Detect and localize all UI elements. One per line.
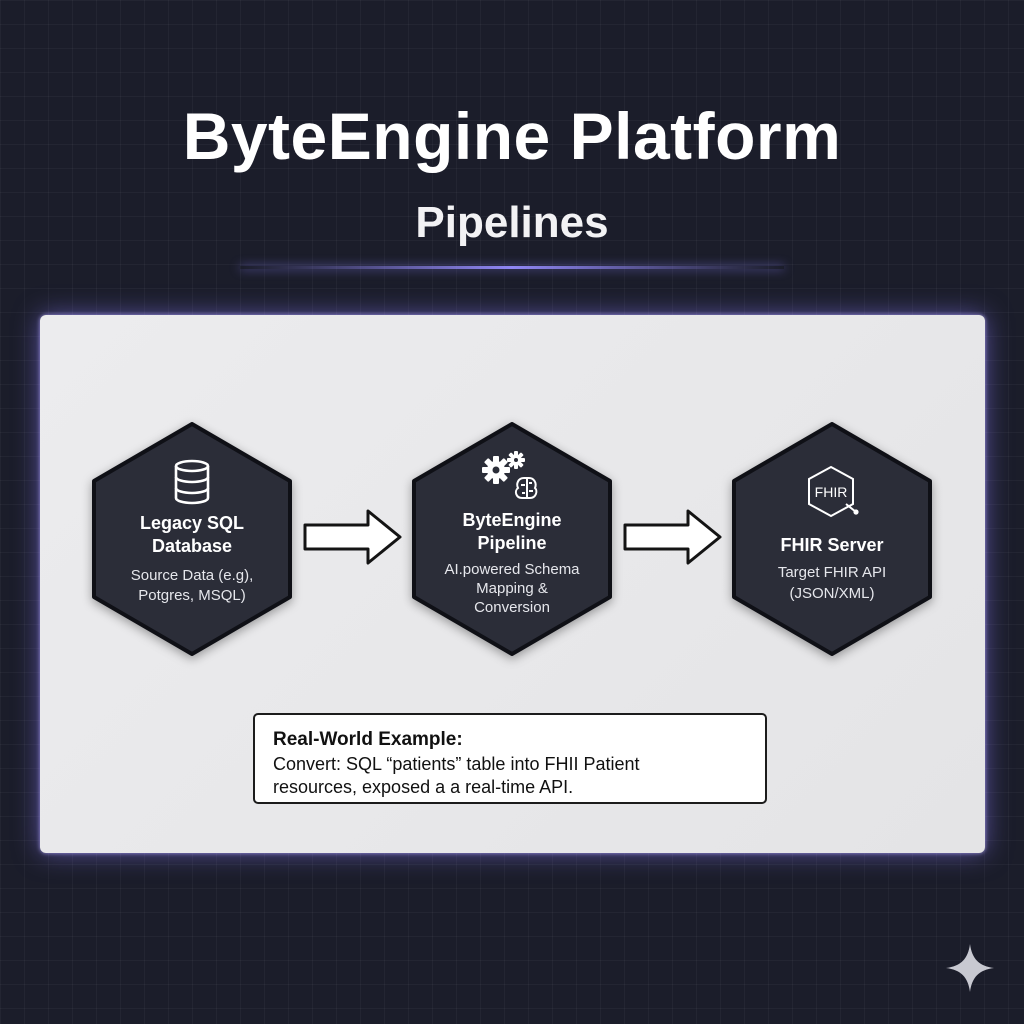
glow-divider [240, 266, 784, 269]
example-title: Real-World Example: [273, 729, 463, 750]
svg-text:FHIR: FHIR [815, 484, 848, 500]
node-byteengine-hexagon [412, 422, 612, 656]
node-legacy-sql-title-2: Database [151, 536, 233, 556]
flow-arrow-1 [303, 509, 402, 565]
node-legacy-sql-title-1: Legacy SQL [139, 513, 245, 533]
node-byteengine-title-1: ByteEngine [462, 510, 562, 530]
sparkle-icon [946, 944, 994, 992]
node-byteengine-title-2: Pipeline [477, 533, 547, 553]
example-box: Real-World Example: Convert: SQL “patien… [253, 713, 767, 804]
node-byteengine-desc-2: Mapping & [476, 580, 548, 597]
fhir-icon: FHIR [808, 465, 859, 518]
node-fhir-desc-1: Target FHIR API [777, 564, 887, 581]
database-icon [174, 459, 210, 505]
example-line-1: Convert: SQL “patients” table into FHII … [273, 754, 640, 774]
gears-brain-icon [482, 451, 538, 499]
example-line-2: resources, exposed a a real-time API. [273, 777, 574, 797]
node-legacy-sql-desc-2: Potgres, MSQL) [138, 587, 246, 604]
node-byteengine-desc-1: AI.powered Schema [444, 561, 580, 578]
node-legacy-sql-hexagon [92, 422, 292, 656]
page-title: ByteEngine Platform [182, 99, 842, 173]
node-legacy-sql-desc-1: Source Data (e.g), [130, 567, 254, 584]
flow-arrow-2 [623, 509, 722, 565]
node-fhir-desc-2: (JSON/XML) [789, 585, 875, 602]
page-subtitle: Pipelines [415, 198, 609, 247]
node-byteengine-desc-3: Conversion [474, 599, 550, 616]
node-fhir-hexagon [732, 422, 932, 656]
node-fhir-title: FHIR Server [780, 535, 884, 555]
example-text: Convert: SQL “patients” table into FHII … [273, 753, 753, 799]
